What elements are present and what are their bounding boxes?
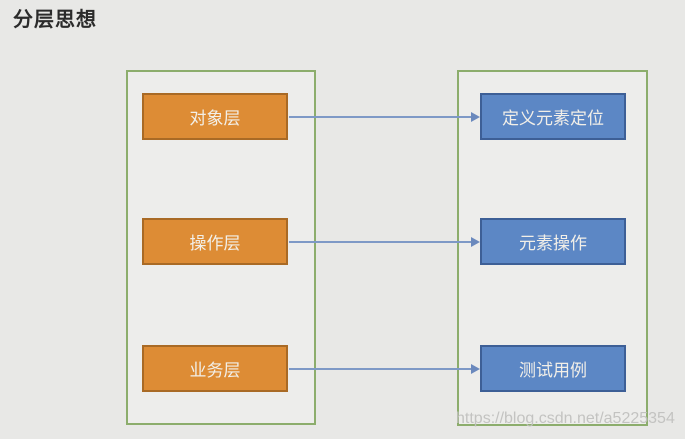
arrow-line (289, 368, 473, 370)
layer-box-operation: 操作层 (142, 218, 288, 265)
watermark-url: https://blog.csdn.net/a5225354 (456, 410, 675, 427)
connector-arrow-3 (289, 364, 480, 374)
layer-box-label: 测试用例 (519, 361, 587, 380)
layer-box-element-operation: 元素操作 (480, 218, 626, 265)
connector-arrow-1 (289, 112, 480, 122)
layer-box-define-element-locator: 定义元素定位 (480, 93, 626, 140)
connector-arrow-2 (289, 237, 480, 247)
layer-box-label: 定义元素定位 (502, 109, 604, 128)
layer-box-label: 业务层 (189, 361, 241, 380)
layer-box-business: 业务层 (142, 345, 288, 392)
arrow-line (289, 116, 473, 118)
arrow-head-icon (471, 237, 480, 247)
layer-box-test-case: 测试用例 (480, 345, 626, 392)
layer-box-label: 元素操作 (519, 234, 587, 253)
page-title: 分层思想 (13, 9, 97, 31)
arrow-line (289, 241, 473, 243)
layer-box-label: 操作层 (189, 234, 241, 253)
arrow-head-icon (471, 364, 480, 374)
layer-box-object: 对象层 (142, 93, 288, 140)
arrow-head-icon (471, 112, 480, 122)
layer-box-label: 对象层 (189, 109, 241, 128)
